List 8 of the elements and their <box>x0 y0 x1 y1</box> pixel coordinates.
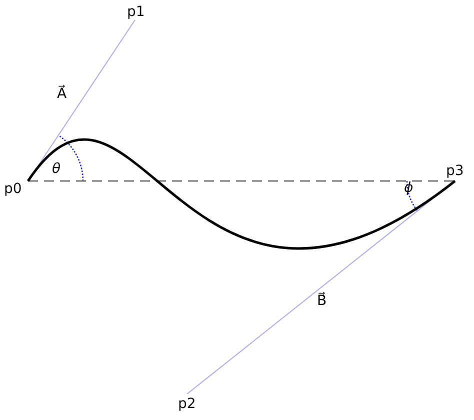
point-label: p1 <box>127 4 145 20</box>
dashed-line <box>28 180 455 182</box>
point-label: p3 <box>446 163 464 179</box>
angle-label: θ <box>52 161 61 177</box>
point-label: p0 <box>4 181 22 197</box>
point-label: p2 <box>178 396 196 412</box>
bezier-curve <box>27 138 456 250</box>
angle-label: ϕ <box>404 180 414 196</box>
